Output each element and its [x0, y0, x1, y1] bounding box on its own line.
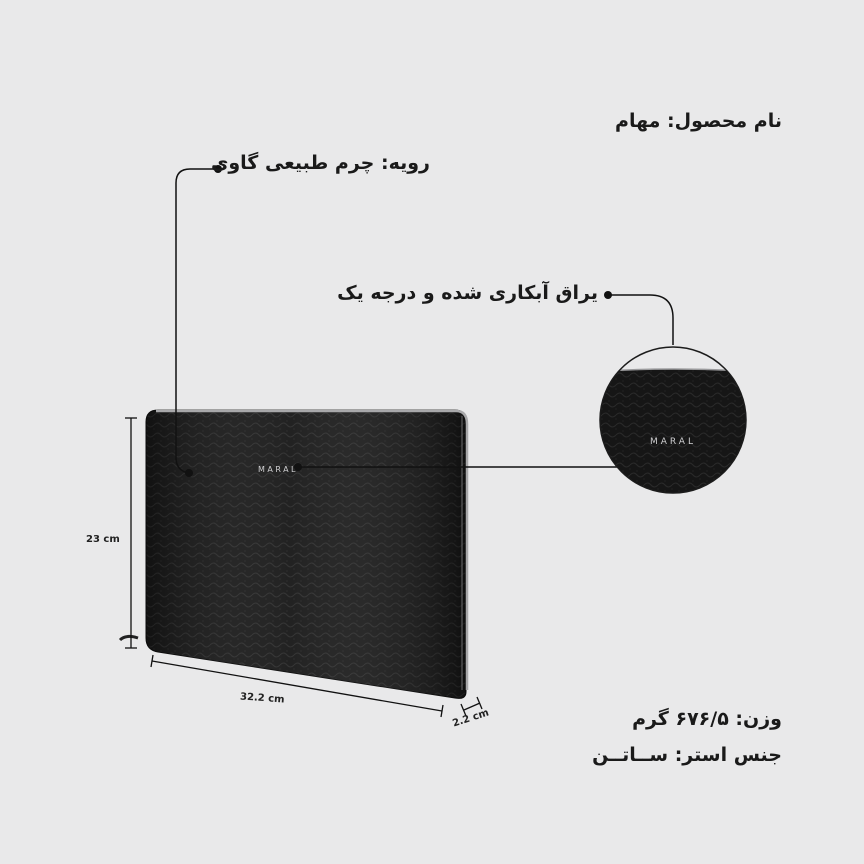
zipper-pull-icon: [118, 634, 139, 642]
leather-portfolio: [118, 409, 469, 699]
surface-callout: [175, 165, 222, 477]
weight-label: وزن: ۶۷۶/۵ گرم: [632, 708, 782, 730]
hardware-label: یراق آبکاری شده و درجه یک: [337, 282, 598, 304]
depth-dimension-line: [460, 696, 483, 717]
surface-material-label: رویه: چرم طبیعی گاوی: [210, 152, 430, 174]
product-name-label: نام محصول: مهام: [615, 110, 782, 132]
height-dimension-label: 23 cm: [86, 534, 120, 545]
bag-logo-text: MARAL: [258, 465, 298, 474]
hardware-callout: [294, 291, 674, 471]
height-dimension-line: [125, 417, 137, 649]
lining-material-label: جنس استر: ســاتــن: [592, 744, 782, 766]
zoom-logo-text: MARAL: [650, 437, 696, 447]
zipper-track: [156, 409, 469, 690]
logo-detail-zoom: MARAL: [599, 346, 747, 494]
width-dimension-line: [150, 654, 444, 718]
